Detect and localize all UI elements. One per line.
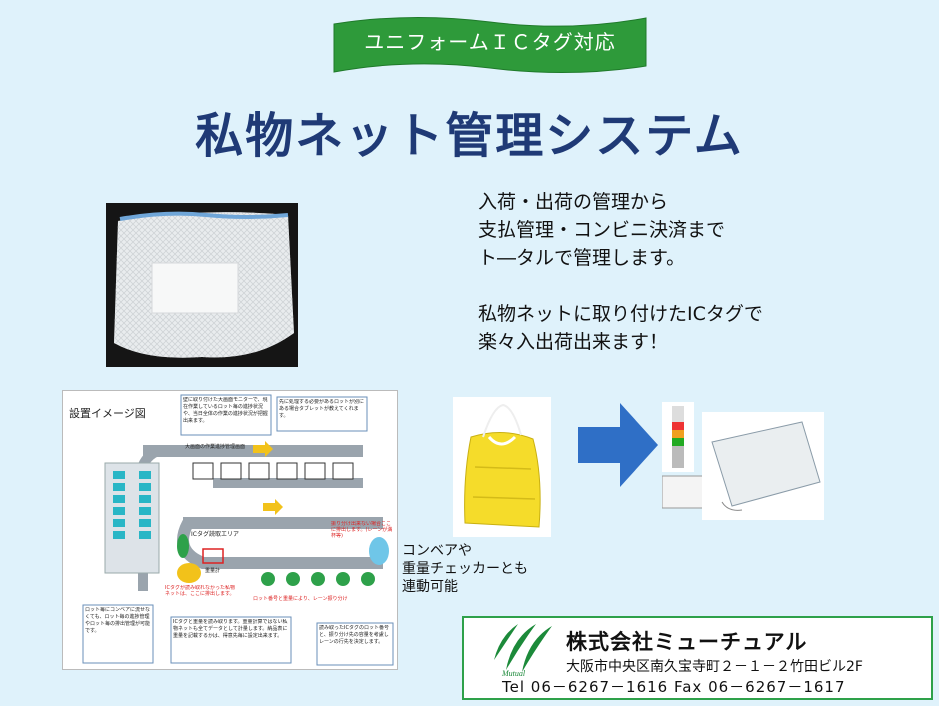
banner-shape <box>333 16 647 74</box>
description-line: ト―タルで管理します。 <box>478 247 686 269</box>
diagram-callout: 読み取ったICタグのロット番号と、振り分け先の容量を考慮しレーンの行先を決定しま… <box>319 625 389 645</box>
description-line: 楽々入出荷出来ます！ <box>478 331 669 353</box>
logo-text: Mutual <box>501 669 526 678</box>
page-title: 私物ネット管理システム <box>195 108 744 164</box>
installation-diagram: 設置イメージ図 壁に取り付けた大画面モニターで、現在作業しているロット毎の進捗状… <box>62 390 398 670</box>
description: 入荷・出荷の管理から 支払管理・コンビニ決済まで ト―タルで管理します。 私物ネ… <box>478 188 763 356</box>
company-phone-fax: Tel 06－6267－1616 Fax 06－6267－1617 <box>502 678 846 696</box>
monitor-label: 大画面の作業進捗管理画面 <box>185 444 246 450</box>
conveyor-note: コンベアや 重量チェッカーとも 連動可能 <box>402 542 528 596</box>
reject-lane-label: 振り分け出来ない場合ここに排出します。(レーンが満杯等) <box>331 521 393 539</box>
arrow-right-icon <box>578 403 658 487</box>
diagram-callout: ICタグと重量を読み取ります。重量計算ではない私物ネットも全てデータとして計量し… <box>173 619 288 639</box>
diagram-callout: ロット毎にコンベアに流せなくても、ロット毎の進捗管理やロット毎の排出管理が可能で… <box>85 607 151 634</box>
weigher-label: 重量計 <box>205 568 221 574</box>
company-name: 株式会社ミューチュアル <box>566 630 808 654</box>
note-line: 重量チェッカーとも <box>402 561 528 577</box>
diagram-title: 設置イメージ図 <box>69 407 146 420</box>
company-info-box <box>462 616 933 700</box>
banner-text: ユニフォームＩＣタグ対応 <box>364 30 616 54</box>
yellow-bag-photo <box>453 397 551 537</box>
description-line: 私物ネットに取り付けたICタグで <box>478 303 763 325</box>
description-line: 入荷・出荷の管理から <box>478 191 669 213</box>
diagram-callout: 先に処理する必要があるロットが別にある場合タブレットが教えてくれます。 <box>279 399 365 419</box>
ic-area-label: ICタグ読取エリア <box>191 531 239 538</box>
equipment-photo <box>661 402 824 520</box>
company-address: 大阪市中央区南久宝寺町２－１－２竹田ビル2F <box>566 659 863 675</box>
diagram-callout: 壁に取り付けた大画面モニターで、現在作業しているロット毎の進捗状況や、当日全体の… <box>183 397 268 424</box>
laundry-net-photo <box>106 203 298 367</box>
description-line: 支払管理・コンビニ決済まで <box>478 219 726 241</box>
note-line: 連動可能 <box>402 579 458 595</box>
sort-label: ロット番号と重量により、レーン振り分け <box>253 596 348 602</box>
company-logo-icon: Mutual <box>494 624 552 678</box>
reject-label: ICタグが読み取れなかった私物ネットは、ここに排出します。 <box>165 585 235 597</box>
note-line: コンベアや <box>402 543 472 559</box>
